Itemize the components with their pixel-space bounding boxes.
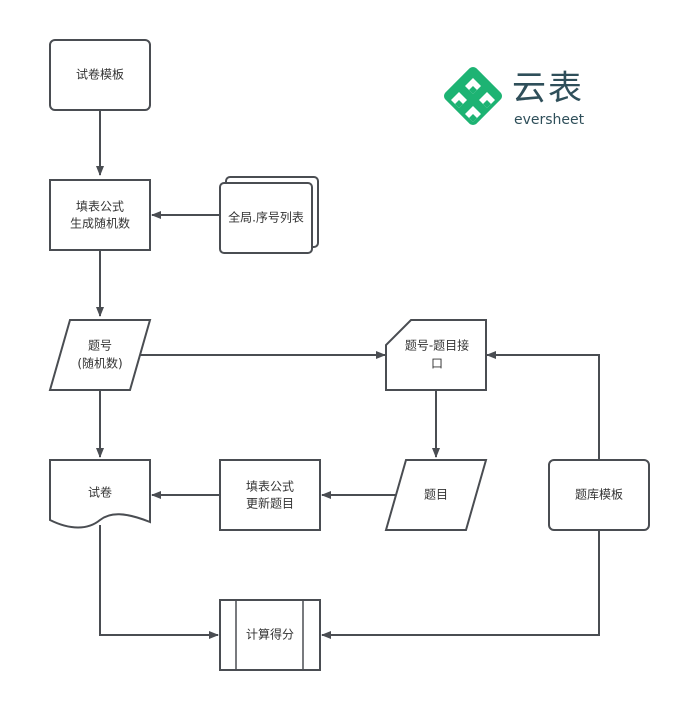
- node-question[interactable]: 题目: [384, 459, 488, 531]
- node-label-line1: 题号-题目接: [405, 338, 469, 353]
- node-label-line2: 口: [431, 357, 443, 371]
- edge-bank-to-api: [486, 351, 600, 460]
- node-label: 计算得分: [246, 627, 294, 642]
- node-fill-formula-random[interactable]: 填表公式 生成随机数: [49, 179, 151, 251]
- edge-bank-to-score: [321, 530, 600, 639]
- node-exam-template[interactable]: 试卷模板: [49, 39, 151, 111]
- node-label: 试卷模板: [76, 67, 124, 82]
- node-exam-paper[interactable]: 试卷: [49, 459, 151, 529]
- node-fill-formula-update[interactable]: 填表公式 更新题目: [219, 459, 321, 531]
- node-label-line2: 生成随机数: [70, 216, 130, 231]
- node-question-no[interactable]: 题号 (随机数): [48, 319, 152, 391]
- node-label: 题目: [424, 488, 448, 502]
- node-question-bank-template[interactable]: 题库模板: [548, 459, 650, 531]
- node-label-line1: 填表公式: [76, 200, 124, 214]
- logo-cn-text: 云表: [512, 69, 584, 109]
- node-question-api[interactable]: 题号-题目接 口: [385, 319, 487, 391]
- node-label: 全局.序号列表: [228, 210, 304, 225]
- node-label-line2: 更新题目: [246, 496, 294, 511]
- eversheet-logo: 云表 eversheet: [443, 66, 585, 128]
- node-label-line1: 题号: [88, 339, 112, 353]
- logo-en-text: eversheet: [514, 112, 585, 128]
- logo-diamond-icon: [443, 66, 503, 126]
- node-calc-score[interactable]: 计算得分: [219, 599, 321, 671]
- node-label-line1: 填表公式: [246, 480, 294, 494]
- edge-paper-to-score: [99, 525, 219, 639]
- edges: [96, 110, 600, 639]
- node-global-seq-list[interactable]: 全局.序号列表: [219, 176, 319, 254]
- node-label-line2: (随机数): [77, 356, 122, 371]
- node-label: 题库模板: [575, 487, 623, 502]
- node-label: 试卷: [88, 485, 112, 500]
